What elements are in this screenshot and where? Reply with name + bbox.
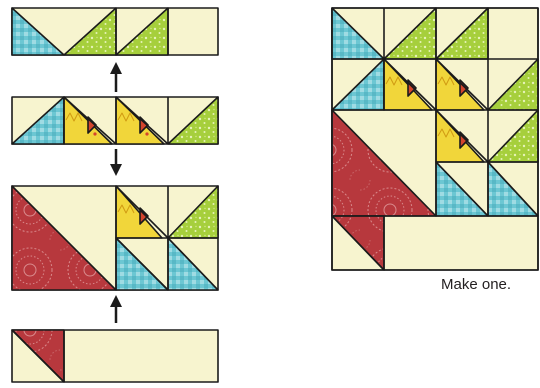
arrow-down-icon [110, 149, 122, 176]
row-2 [11, 96, 219, 145]
caption-text: Make one. [441, 276, 512, 293]
finished-block [331, 7, 539, 271]
row-3 [11, 185, 219, 291]
arrow-up-icon [110, 295, 122, 323]
row-1 [11, 7, 219, 56]
arrow-up-icon [110, 62, 122, 92]
row-4 [11, 329, 219, 383]
